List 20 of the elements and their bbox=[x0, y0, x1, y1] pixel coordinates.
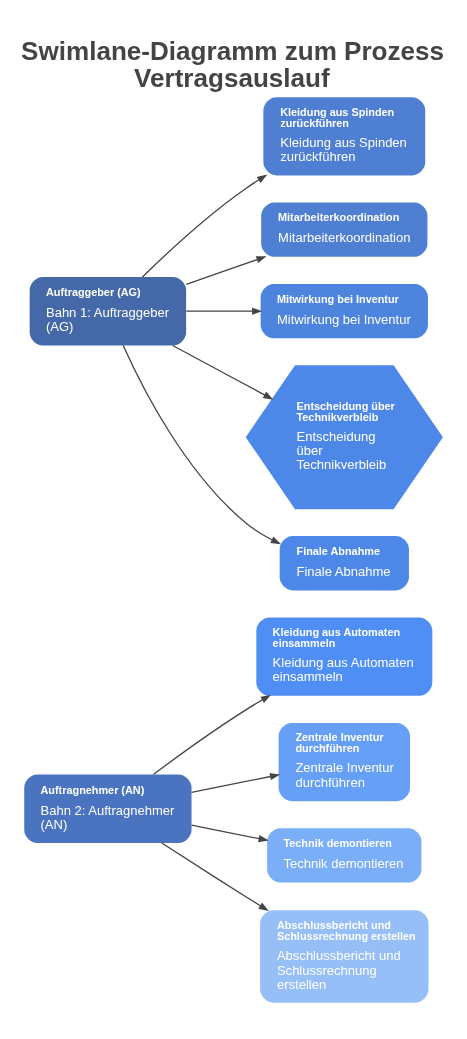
arrow bbox=[122, 344, 282, 545]
node-box: Auftraggeber (AG) Bahn 1: Auftraggeber (AG) bbox=[29, 276, 187, 346]
node-box: Abschlussbericht und Schlussrechnung erstellen Abschlussbericht und Schlussrechnung erstellen bbox=[260, 910, 429, 1003]
node-box: Auftragnehmer (AN) Bahn 2: Auftragnehmer (AN) bbox=[24, 774, 192, 843]
arrow bbox=[152, 694, 271, 775]
node-box: Finale Abnahme Finale Abnahme bbox=[279, 536, 409, 591]
arrow bbox=[185, 307, 263, 315]
arrow bbox=[190, 824, 269, 843]
node-box: Mitarbeiterkoordination Mitarbeiterkoordination bbox=[261, 202, 428, 257]
arrow bbox=[190, 773, 281, 793]
diagram-title: Swimlane-Diagramm zum Prozess Vertragsauslauf bbox=[21, 36, 445, 93]
arrow bbox=[161, 842, 269, 912]
node-box: Kleidung aus Automaten einsammeln Kleidung aus Automaten einsammeln bbox=[256, 617, 433, 696]
arrow bbox=[185, 256, 267, 285]
node-box: Technik demontieren Technik demontieren bbox=[267, 828, 422, 883]
node-box: Kleidung aus Spinden zurückführen Kleidung aus Spinden zurückführen bbox=[263, 97, 426, 176]
node-box: Mitwirkung bei Inventur Mitwirkung bei Inventur bbox=[260, 284, 428, 339]
arrow bbox=[172, 344, 274, 400]
arrow bbox=[141, 174, 268, 278]
node-box: Zentrale Inventur durchführen Zentrale Inventur durchführen bbox=[278, 722, 411, 802]
